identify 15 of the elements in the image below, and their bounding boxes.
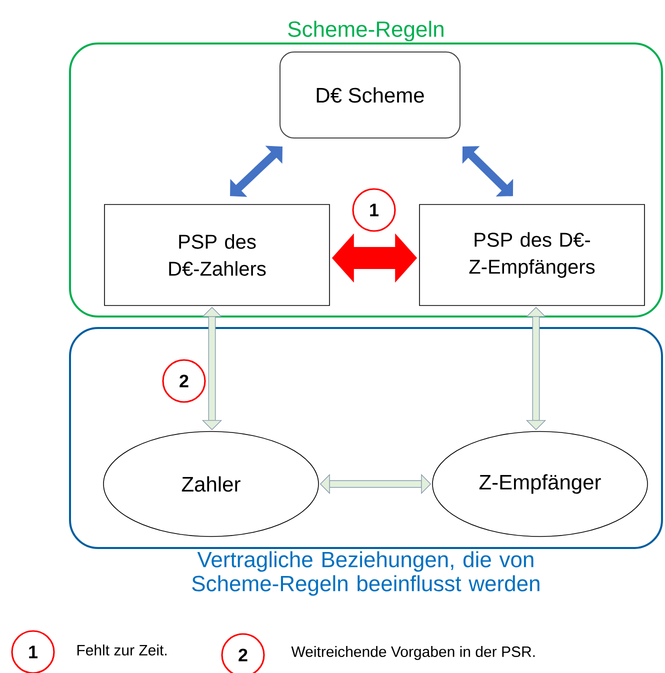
rounded-box: D€ Scheme (280, 52, 460, 138)
arrow (462, 146, 514, 196)
callout-number: 1 (352, 188, 396, 232)
callout-number: 2 (162, 359, 206, 403)
ellipse-node: Z-Empfänger (432, 431, 648, 537)
process-box: PSP des D€- Z-Empfängers (419, 204, 645, 306)
callout-number: 2 (221, 633, 265, 673)
ellipse-node: Zahler (103, 431, 319, 537)
legend-text: Fehlt zur Zeit. (77, 644, 166, 656)
arrow (230, 146, 282, 197)
process-box: PSP des D€-Zahlers (104, 204, 330, 306)
node-label: Scheme-Regeln (288, 20, 444, 42)
callout-number: 1 (11, 630, 55, 673)
legend-text: Weitreichende Vorgaben in der PSR. (291, 646, 535, 660)
node-label: Vertragliche Beziehungen, die von Scheme-Regeln beeinflusst werden (192, 551, 540, 596)
